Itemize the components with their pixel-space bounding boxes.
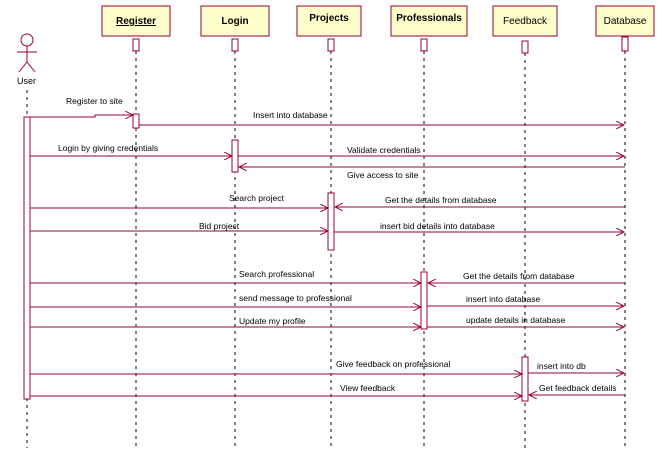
object-login: Login <box>200 5 270 448</box>
activation-bar <box>132 113 140 129</box>
message-labels: Register to site Insert into database Lo… <box>58 96 617 393</box>
message-label: insert into db <box>537 361 586 371</box>
object-database: Database <box>595 5 655 448</box>
message-label: Register to site <box>66 96 123 106</box>
message-label: Get the details from database <box>463 271 575 281</box>
object-box <box>595 5 655 37</box>
lifeline-head <box>621 36 629 52</box>
object-box <box>101 5 171 37</box>
message-arrow <box>30 115 133 117</box>
message-label: Bid project <box>199 221 240 231</box>
message-label: Login by giving credentials <box>58 143 158 153</box>
lifeline-head <box>420 38 428 52</box>
message-label: View feedback <box>340 383 396 393</box>
message-label: Validate credentials <box>347 145 421 155</box>
stick-figure-icon <box>17 33 37 73</box>
lifeline-head <box>231 38 239 52</box>
object-feedback: Feedback <box>492 5 558 448</box>
message-label: Insert into database <box>253 110 328 120</box>
lifeline-head <box>132 38 140 52</box>
lifeline-head <box>521 40 529 54</box>
message-label: update details in database <box>466 315 566 325</box>
activation-bar <box>521 356 529 402</box>
message-label: Give feedback on professional <box>336 359 450 369</box>
activation-bar <box>420 271 428 330</box>
message-label: Update my profile <box>239 316 306 326</box>
message-label: Search project <box>229 193 284 203</box>
lifeline-head <box>327 38 335 52</box>
object-label: Login <box>221 16 248 27</box>
object-label: Database <box>604 16 647 27</box>
message-label: Search professional <box>239 269 314 279</box>
object-box <box>296 5 362 37</box>
activation-bar <box>231 139 239 173</box>
object-projects: Projects <box>296 5 362 448</box>
object-professionals: Professionals <box>390 5 468 448</box>
message-label: Give access to site <box>347 170 419 180</box>
message-label: Get feedback details <box>539 383 617 393</box>
messages <box>30 115 625 396</box>
object-label: Register <box>116 16 156 27</box>
object-box <box>200 5 270 37</box>
object-box <box>492 5 558 37</box>
message-label: Get the details from database <box>385 195 497 205</box>
actor-activation-bar <box>23 116 31 400</box>
object-label: Feedback <box>503 16 548 27</box>
object-label: Professionals <box>396 13 462 24</box>
object-register: Register <box>101 5 171 448</box>
activation-bar <box>327 192 335 251</box>
actor-user: User <box>17 33 37 448</box>
message-label: insert bid details into database <box>380 221 495 231</box>
message-label: send message to professional <box>239 293 352 303</box>
object-label: Projects <box>309 13 349 24</box>
object-box <box>390 5 468 37</box>
actor-label: User <box>17 76 36 86</box>
message-label: insert into database <box>466 294 540 304</box>
